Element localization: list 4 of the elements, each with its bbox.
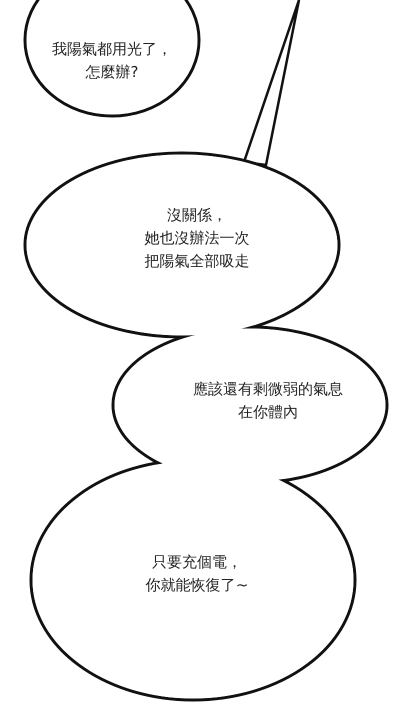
dialogue-text: 我陽氣都用光了，怎麼辦? <box>52 39 172 83</box>
dialogue-text: 沒關係，她也沒辦法一次把陽氣全部吸走 <box>144 205 250 272</box>
dialogue-text: 應該還有剩微弱的氣息在你體內 <box>193 379 343 423</box>
dialogue-text: 只要充個電，你就能恢復了~ <box>146 552 248 596</box>
